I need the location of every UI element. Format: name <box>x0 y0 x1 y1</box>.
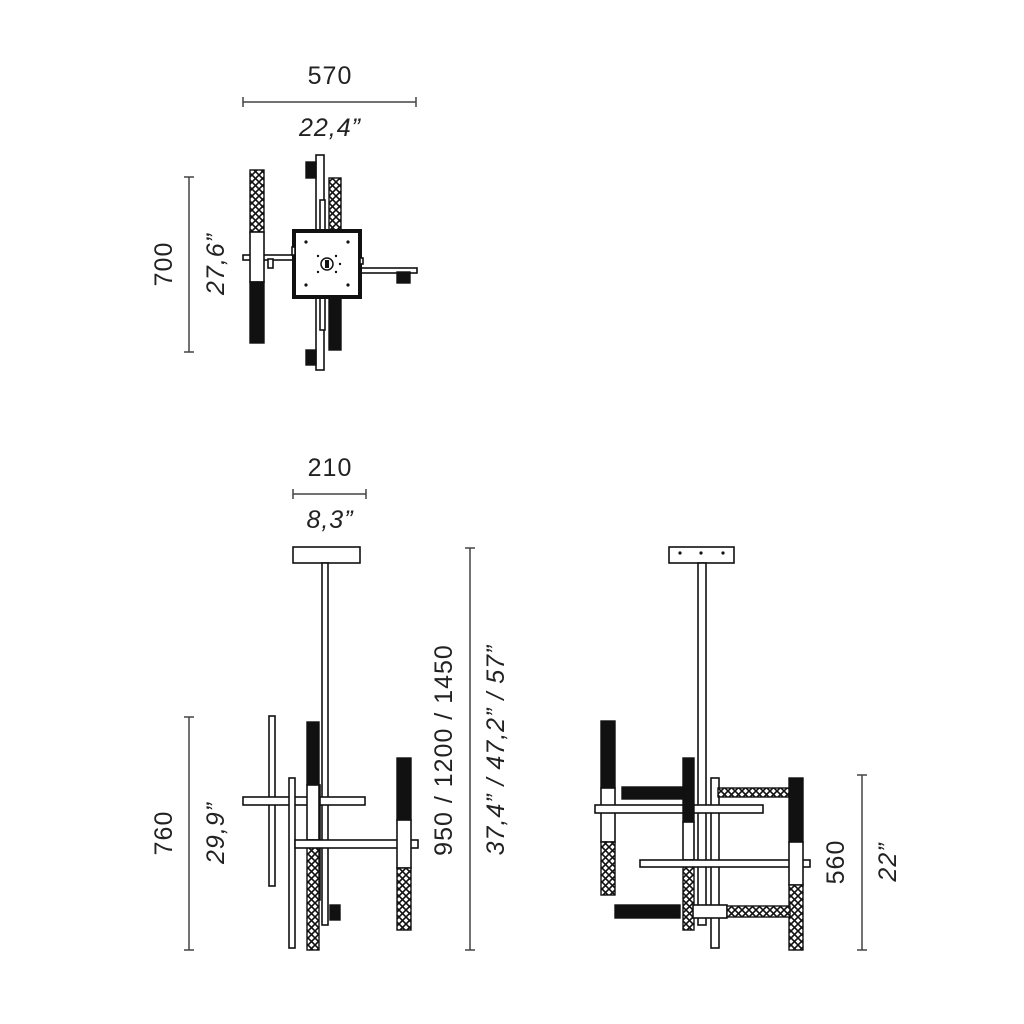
top-depth-in: 27,6” <box>202 232 230 296</box>
side-height-dimension-line <box>857 774 867 951</box>
top-depth-mm: 700 <box>150 242 178 287</box>
total-height-dimension-line <box>465 547 475 951</box>
body-height-mm: 760 <box>150 811 178 856</box>
suspension-rod <box>321 562 329 926</box>
body-height-dimension-line <box>184 716 194 951</box>
side-view: 560 22” <box>594 546 902 951</box>
total-height-in: 37,4” / 47,2” / 57” <box>482 644 510 855</box>
top-width-in: 22,4” <box>298 114 362 142</box>
canopy <box>668 546 735 564</box>
top-width-dimension-line <box>242 97 417 107</box>
mounting-holes <box>304 240 350 287</box>
total-height-mm: 950 / 1200 / 1450 <box>430 644 458 856</box>
top-view: 570 22,4” 700 27,6” <box>150 62 418 371</box>
side-height-mm: 560 <box>822 840 850 885</box>
canopy-dimension-line <box>292 489 367 499</box>
suspension-rod <box>697 562 707 926</box>
canopy-width-mm: 210 <box>308 454 353 482</box>
side-view-fixture <box>594 546 811 951</box>
front-view: 210 8,3” 950 / 1200 / 1450 37,4” / 47,2”… <box>150 454 510 951</box>
top-width-mm: 570 <box>308 62 353 90</box>
body-height-in: 29,9” <box>202 801 230 865</box>
side-height-in: 22” <box>874 842 902 883</box>
top-view-fixture <box>242 154 418 371</box>
canopy-width-in: 8,3” <box>306 506 354 534</box>
front-view-fixture <box>242 546 419 951</box>
canopy <box>292 546 361 564</box>
top-depth-dimension-line <box>184 176 194 353</box>
